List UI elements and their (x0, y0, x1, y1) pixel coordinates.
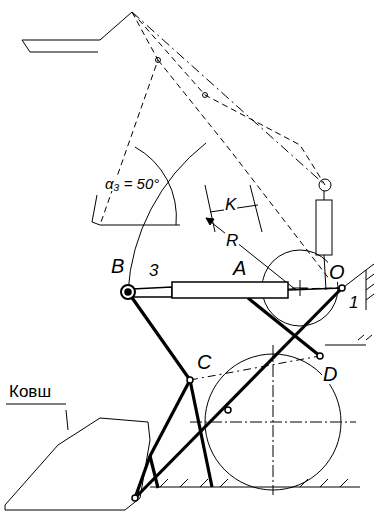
point-label: K (224, 196, 237, 213)
arrowhead (206, 218, 214, 225)
raised-joint (156, 58, 161, 63)
link (248, 298, 320, 356)
pivot-b (121, 285, 135, 299)
raised-bucket (22, 12, 132, 52)
raised-rod (324, 191, 326, 290)
part-name: Ковш (8, 383, 52, 400)
bucket (5, 418, 150, 510)
raised-cylinder (316, 200, 332, 255)
dimension-k (205, 185, 262, 232)
angle-baseline (100, 225, 180, 226)
angle-label: α₃ = 50° (104, 176, 160, 191)
point-label: C (196, 352, 212, 372)
joint (132, 495, 138, 501)
pivot-d (317, 353, 323, 359)
point-label: 3 (148, 262, 159, 279)
raised-pivot (319, 179, 331, 191)
bucket-link (150, 456, 158, 488)
point-label: D (322, 364, 338, 384)
raised-link (132, 12, 325, 185)
raised-boom-axis (132, 12, 325, 185)
point-label: A (232, 258, 247, 278)
raised-boom (158, 60, 330, 280)
frame-support (325, 335, 372, 345)
leader-line (66, 410, 68, 430)
radius-arc (128, 143, 206, 292)
point-label: R (225, 232, 239, 249)
ground (150, 487, 360, 488)
raised-bucket-edge (92, 195, 100, 225)
point-label: 1 (348, 294, 359, 311)
pivot-c (187, 377, 193, 383)
joint (225, 407, 231, 413)
boom (135, 288, 342, 498)
rocker (128, 292, 212, 487)
center-mark (292, 280, 308, 296)
ground-hatch (160, 479, 348, 487)
pivot-b (125, 289, 131, 295)
leader-underline (6, 404, 66, 405)
raised-bucket-back (100, 12, 158, 225)
raised-joint (203, 93, 208, 98)
pivot-o (339, 285, 345, 291)
bucket-link (135, 380, 190, 498)
wheel-axes (190, 345, 356, 495)
cylinder-rod (132, 287, 172, 297)
point-label: B (110, 256, 125, 276)
hydraulic-cylinder (172, 282, 288, 298)
cylinder-end (288, 288, 342, 290)
point-label: O (328, 262, 346, 282)
